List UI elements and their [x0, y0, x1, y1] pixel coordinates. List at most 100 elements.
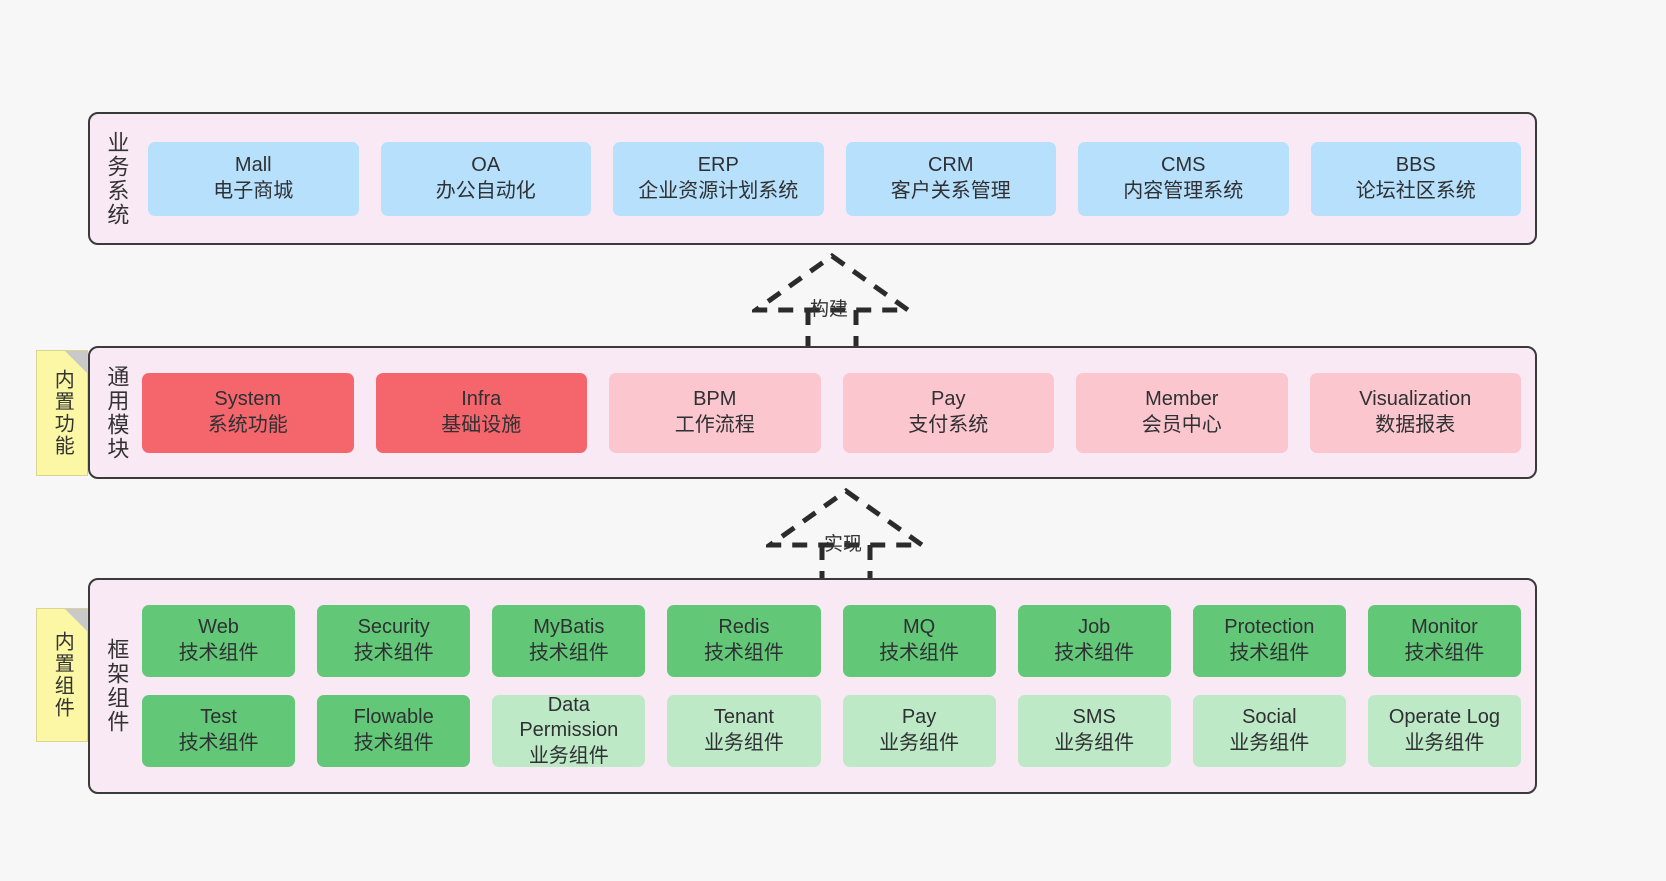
node-redis[interactable]: Redis 技术组件 [667, 605, 821, 677]
node-label-cn: 论坛社区系统 [1355, 179, 1476, 202]
node-data-permission[interactable]: Data Permission 业务组件 [492, 693, 646, 767]
arrowhead-hollow-triangle [752, 252, 912, 313]
node-label-en: CRM [927, 153, 974, 176]
node-label-en: Infra [461, 387, 502, 410]
node-bpm[interactable]: BPM 工作流程 [609, 372, 821, 453]
node-label-en: ERP [697, 153, 739, 176]
node-test[interactable]: Test 技术组件 [142, 695, 296, 767]
arrow-label-build: 构建 [810, 299, 849, 320]
node-monitor[interactable]: Monitor 技术组件 [1367, 605, 1521, 677]
node-label-en: Job [1078, 616, 1111, 639]
layer-body-common-modules: System 系统功能 Infra 基础设施 BPM 工作流程 Pay 支付系统… [142, 348, 1535, 477]
node-label-cn: 业务组件 [1404, 732, 1485, 754]
node-label-cn: 技术组件 [178, 642, 259, 664]
node-label-en: Member [1145, 387, 1219, 410]
node-label-cn: 技术组件 [703, 642, 784, 664]
node-pay-component[interactable]: Pay 业务组件 [842, 695, 996, 767]
node-label-cn: 技术组件 [1054, 642, 1135, 664]
node-mq[interactable]: MQ 技术组件 [842, 605, 996, 677]
node-label-cn: 客户关系管理 [890, 179, 1011, 202]
node-oa[interactable]: OA 办公自动化 [380, 141, 591, 216]
node-label-en: Operate Log [1388, 706, 1501, 729]
node-label-cn: 业务组件 [1229, 732, 1310, 754]
node-mall[interactable]: Mall 电子商城 [148, 141, 359, 216]
layer-title-common-modules: 通用模块 [104, 364, 130, 461]
arrow-build: 构建 [752, 252, 912, 352]
node-operate-log[interactable]: Operate Log 业务组件 [1367, 695, 1521, 767]
node-label-cn: 系统功能 [207, 413, 288, 436]
layer-business-systems: 业务系统 Mall 电子商城 OA 办公自动化 ERP 企业资源计划系统 CRM… [88, 112, 1537, 245]
node-label-cn: 数据报表 [1375, 413, 1456, 436]
node-label-cn: 电子商城 [213, 179, 294, 202]
node-label-cn: 会员中心 [1141, 413, 1222, 436]
arrow-label-realize: 实现 [824, 534, 863, 555]
node-row: Web 技术组件 Security 技术组件 MyBatis 技术组件 Redi… [142, 605, 1521, 677]
node-label-en: Mall [234, 153, 272, 176]
node-label-cn: 内容管理系统 [1123, 179, 1244, 202]
node-sms[interactable]: SMS 业务组件 [1017, 695, 1171, 767]
node-label-en: Protection [1224, 616, 1315, 639]
node-job[interactable]: Job 技术组件 [1017, 605, 1171, 677]
node-label-cn: 业务组件 [703, 732, 784, 754]
node-bbs[interactable]: BBS 论坛社区系统 [1310, 141, 1521, 216]
note-label: 内置组件 [51, 631, 74, 719]
node-cms[interactable]: CMS 内容管理系统 [1078, 141, 1289, 216]
arrow-realize: 实现 [766, 487, 926, 587]
layer-title-business-systems: 业务系统 [104, 130, 130, 227]
node-flowable[interactable]: Flowable 技术组件 [317, 695, 471, 767]
node-system[interactable]: System 系统功能 [142, 372, 354, 453]
node-row: Mall 电子商城 OA 办公自动化 ERP 企业资源计划系统 CRM 客户关系… [148, 141, 1521, 216]
node-security[interactable]: Security 技术组件 [317, 605, 471, 677]
node-protection[interactable]: Protection 技术组件 [1192, 605, 1346, 677]
node-label-en: OA [471, 153, 501, 176]
node-label-en: BBS [1395, 153, 1436, 176]
node-label-cn: 业务组件 [528, 744, 609, 767]
node-label-en: Data Permission [519, 693, 619, 742]
node-label-cn: 业务组件 [879, 732, 960, 754]
layer-common-modules: 通用模块 System 系统功能 Infra 基础设施 BPM 工作流程 Pay… [88, 346, 1537, 479]
node-member[interactable]: Member 会员中心 [1076, 372, 1288, 453]
layer-title-framework-components: 框架组件 [104, 638, 130, 734]
node-visualization[interactable]: Visualization 数据报表 [1309, 372, 1521, 453]
node-label-cn: 基础设施 [441, 413, 522, 436]
node-label-en: System [214, 387, 282, 410]
node-label-cn: 办公自动化 [435, 179, 536, 202]
node-crm[interactable]: CRM 客户关系管理 [845, 141, 1056, 216]
node-social[interactable]: Social 业务组件 [1192, 695, 1346, 767]
node-label-en: Tenant [713, 706, 774, 729]
node-label-en: MyBatis [533, 616, 605, 639]
node-label-cn: 技术组件 [353, 732, 434, 754]
node-label-cn: 技术组件 [353, 642, 434, 664]
node-label-en: Pay [931, 387, 966, 410]
note-fold-corner-icon [65, 609, 87, 631]
node-web[interactable]: Web 技术组件 [142, 605, 296, 677]
layer-body-business-systems: Mall 电子商城 OA 办公自动化 ERP 企业资源计划系统 CRM 客户关系… [142, 114, 1535, 243]
node-label-en: Security [357, 616, 430, 639]
node-label-en: Monitor [1411, 616, 1478, 639]
node-label-en: Pay [901, 706, 937, 729]
node-tenant[interactable]: Tenant 业务组件 [667, 695, 821, 767]
node-label-en: SMS [1072, 706, 1116, 729]
layer-body-framework-components: Web 技术组件 Security 技术组件 MyBatis 技术组件 Redi… [142, 580, 1535, 792]
node-label-cn: 技术组件 [1229, 642, 1310, 664]
node-erp[interactable]: ERP 企业资源计划系统 [613, 141, 824, 216]
node-mybatis[interactable]: MyBatis 技术组件 [492, 605, 646, 677]
node-label-en: Web [198, 616, 239, 639]
node-label-cn: 支付系统 [908, 413, 989, 436]
node-label-en: Social [1242, 706, 1297, 729]
node-pay-module[interactable]: Pay 支付系统 [842, 372, 1054, 453]
node-label-en: Test [200, 706, 237, 729]
arrowhead-hollow-triangle [766, 487, 926, 548]
note-built-in-components: 内置组件 [36, 608, 88, 742]
node-label-en: MQ [902, 616, 936, 639]
node-label-cn: 技术组件 [879, 642, 960, 664]
node-label-en: BPM [693, 387, 737, 410]
node-label-cn: 技术组件 [178, 732, 259, 754]
node-label-en: Visualization [1359, 387, 1472, 410]
note-fold-corner-icon [65, 351, 87, 373]
node-row: System 系统功能 Infra 基础设施 BPM 工作流程 Pay 支付系统… [142, 372, 1521, 453]
node-infra[interactable]: Infra 基础设施 [375, 372, 587, 453]
layer-framework-components: 框架组件 Web 技术组件 Security 技术组件 MyBatis 技术组件… [88, 578, 1537, 794]
node-label-en: Redis [718, 616, 770, 639]
